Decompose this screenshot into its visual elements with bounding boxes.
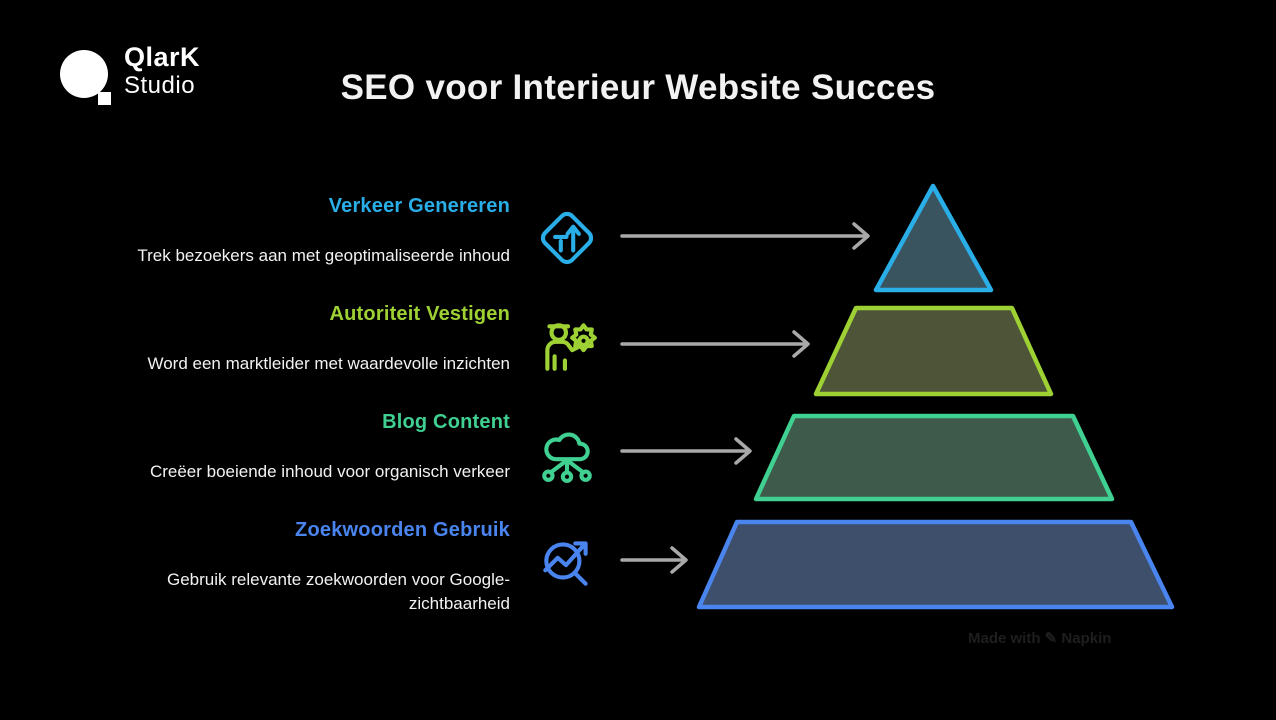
- watermark: Made with ✎ Napkin: [968, 630, 1112, 647]
- brand-logo-icon: [60, 44, 112, 105]
- tier-2-description: Word een marktleider met waardevolle inz…: [147, 354, 510, 373]
- tier-2-textblock: Autoriteit Vestigen Word een marktleider…: [125, 302, 510, 376]
- pyramid-tier-3: [753, 413, 1115, 502]
- brand-name-line1: QlarK: [124, 42, 201, 72]
- logo-circle-shape: [60, 50, 108, 98]
- brand-logo: QlarK Studio: [60, 44, 200, 105]
- tier-2-heading: Autoriteit Vestigen: [329, 303, 510, 325]
- tier-1-arrow: [620, 222, 870, 250]
- brand-name: QlarK Studio: [124, 44, 200, 98]
- tier-1-textblock: Verkeer Genereren Trek bezoekers aan met…: [125, 194, 510, 268]
- page-title: SEO voor Interieur Website Succes: [340, 68, 936, 107]
- logo-square-shape: [98, 92, 111, 105]
- tier-4-arrow: [620, 546, 688, 574]
- tier-3-textblock: Blog Content Creëer boeiende inhoud voor…: [125, 410, 510, 484]
- cloud-network-icon: [536, 423, 598, 485]
- pyramid-tier-4: [696, 519, 1175, 610]
- tier-4-description: Gebruik relevante zoekwoorden voor Googl…: [166, 570, 510, 613]
- tier-3-description: Creëer boeiende inhoud voor organisch ve…: [149, 462, 510, 481]
- search-trend-icon: [536, 531, 598, 593]
- tier-3-heading: Blog Content: [382, 411, 510, 433]
- authority-person-icon: [536, 315, 598, 377]
- pyramid-diagram: [696, 183, 1175, 610]
- merge-sign-icon: [536, 207, 598, 269]
- tier-3-arrow: [620, 437, 752, 465]
- tier-4-textblock: Zoekwoorden Gebruik Gebruik relevante zo…: [125, 518, 510, 616]
- tier-1-description: Trek bezoekers aan met geoptimaliseerde …: [137, 246, 510, 265]
- tier-4-heading: Zoekwoorden Gebruik: [295, 519, 510, 541]
- pyramid-tier-2: [813, 305, 1054, 397]
- tier-2-arrow: [620, 330, 810, 358]
- tier-1-heading: Verkeer Genereren: [328, 195, 510, 217]
- pyramid-tier-1: [873, 183, 994, 293]
- brand-name-line2: Studio: [124, 72, 196, 99]
